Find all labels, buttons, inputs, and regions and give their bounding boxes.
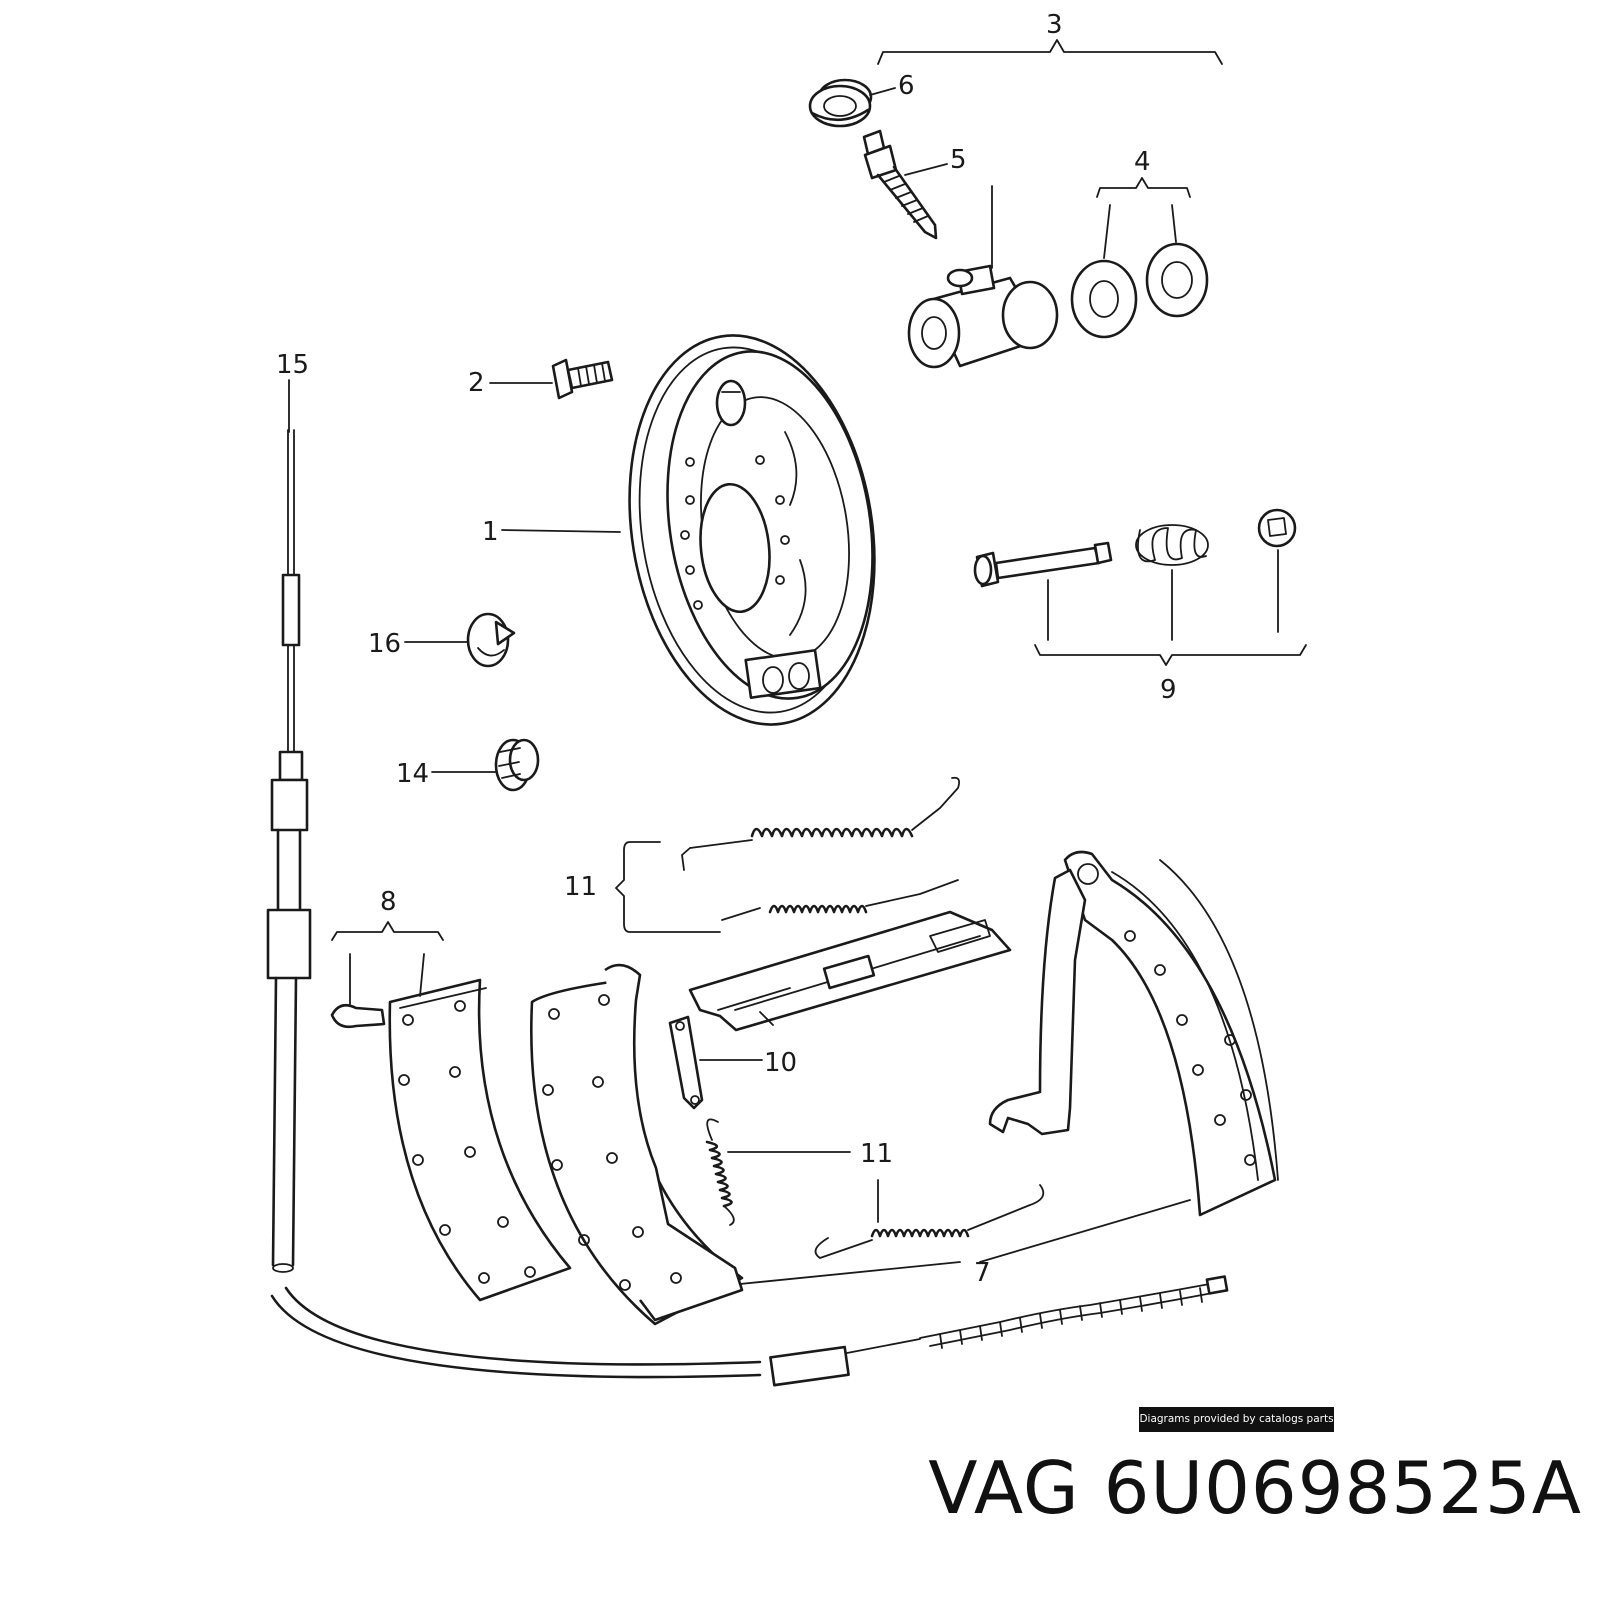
- bracket-9: [1034, 644, 1307, 666]
- leader-8b: [419, 953, 425, 997]
- part-11-return-springs-lower: [705, 1118, 1045, 1259]
- leader-4b: [1171, 204, 1177, 243]
- callout-7: 7: [974, 1258, 991, 1288]
- leader-5: [904, 163, 948, 176]
- leader-7-shoe: [979, 1199, 1191, 1263]
- callout-11-lower: 11: [860, 1139, 893, 1169]
- diagram-credit: Diagrams provided by catalogs parts: [1139, 1407, 1334, 1432]
- part-9-hold-down-kit: [973, 508, 1297, 588]
- part-11-return-springs-upper: [681, 776, 961, 921]
- part-5-bleeder-screw: [862, 129, 938, 240]
- callout-9: 9: [1160, 675, 1177, 705]
- part-7-brake-shoe-right: [988, 850, 1279, 1217]
- part-4-wheel-cylinder: [907, 242, 1209, 369]
- leader-10-strut: [759, 1011, 774, 1026]
- bracket-3: [877, 39, 1223, 65]
- callout-14: 14: [396, 759, 429, 789]
- leader-1: [501, 529, 621, 533]
- callout-8: 8: [380, 887, 397, 917]
- part-16-plug: [466, 612, 516, 668]
- part-1-brake-drum: [628, 334, 876, 726]
- part-8-brake-linings: [330, 963, 744, 1326]
- callout-10: 10: [764, 1048, 797, 1078]
- bracket-11a: [615, 841, 721, 933]
- part-6-bleeder-cap: [808, 78, 873, 128]
- callout-11-upper: 11: [564, 872, 597, 902]
- part-14-grommet: [494, 738, 540, 792]
- part-10-lever: [668, 1015, 704, 1110]
- bracket-4: [1096, 177, 1191, 198]
- callout-2: 2: [468, 368, 485, 398]
- leader-6: [869, 87, 896, 96]
- callout-3: 3: [1046, 10, 1063, 40]
- leader-4a: [1103, 204, 1111, 259]
- callout-15: 15: [276, 350, 309, 380]
- leader-7-cable: [739, 1261, 961, 1285]
- callout-16: 16: [368, 629, 401, 659]
- bracket-8: [331, 921, 444, 941]
- callout-5: 5: [950, 145, 967, 175]
- part-10-adjuster-strut: [688, 910, 1012, 1032]
- callout-1: 1: [482, 517, 499, 547]
- part-7-cable-lower: [270, 1275, 1229, 1387]
- callout-4: 4: [1134, 147, 1151, 177]
- callout-6: 6: [898, 71, 915, 101]
- part-2-bolt: [551, 358, 614, 400]
- part-15-cable-vertical: [266, 429, 312, 1273]
- part-number-label: VAG 6U0698525A: [928, 1446, 1582, 1530]
